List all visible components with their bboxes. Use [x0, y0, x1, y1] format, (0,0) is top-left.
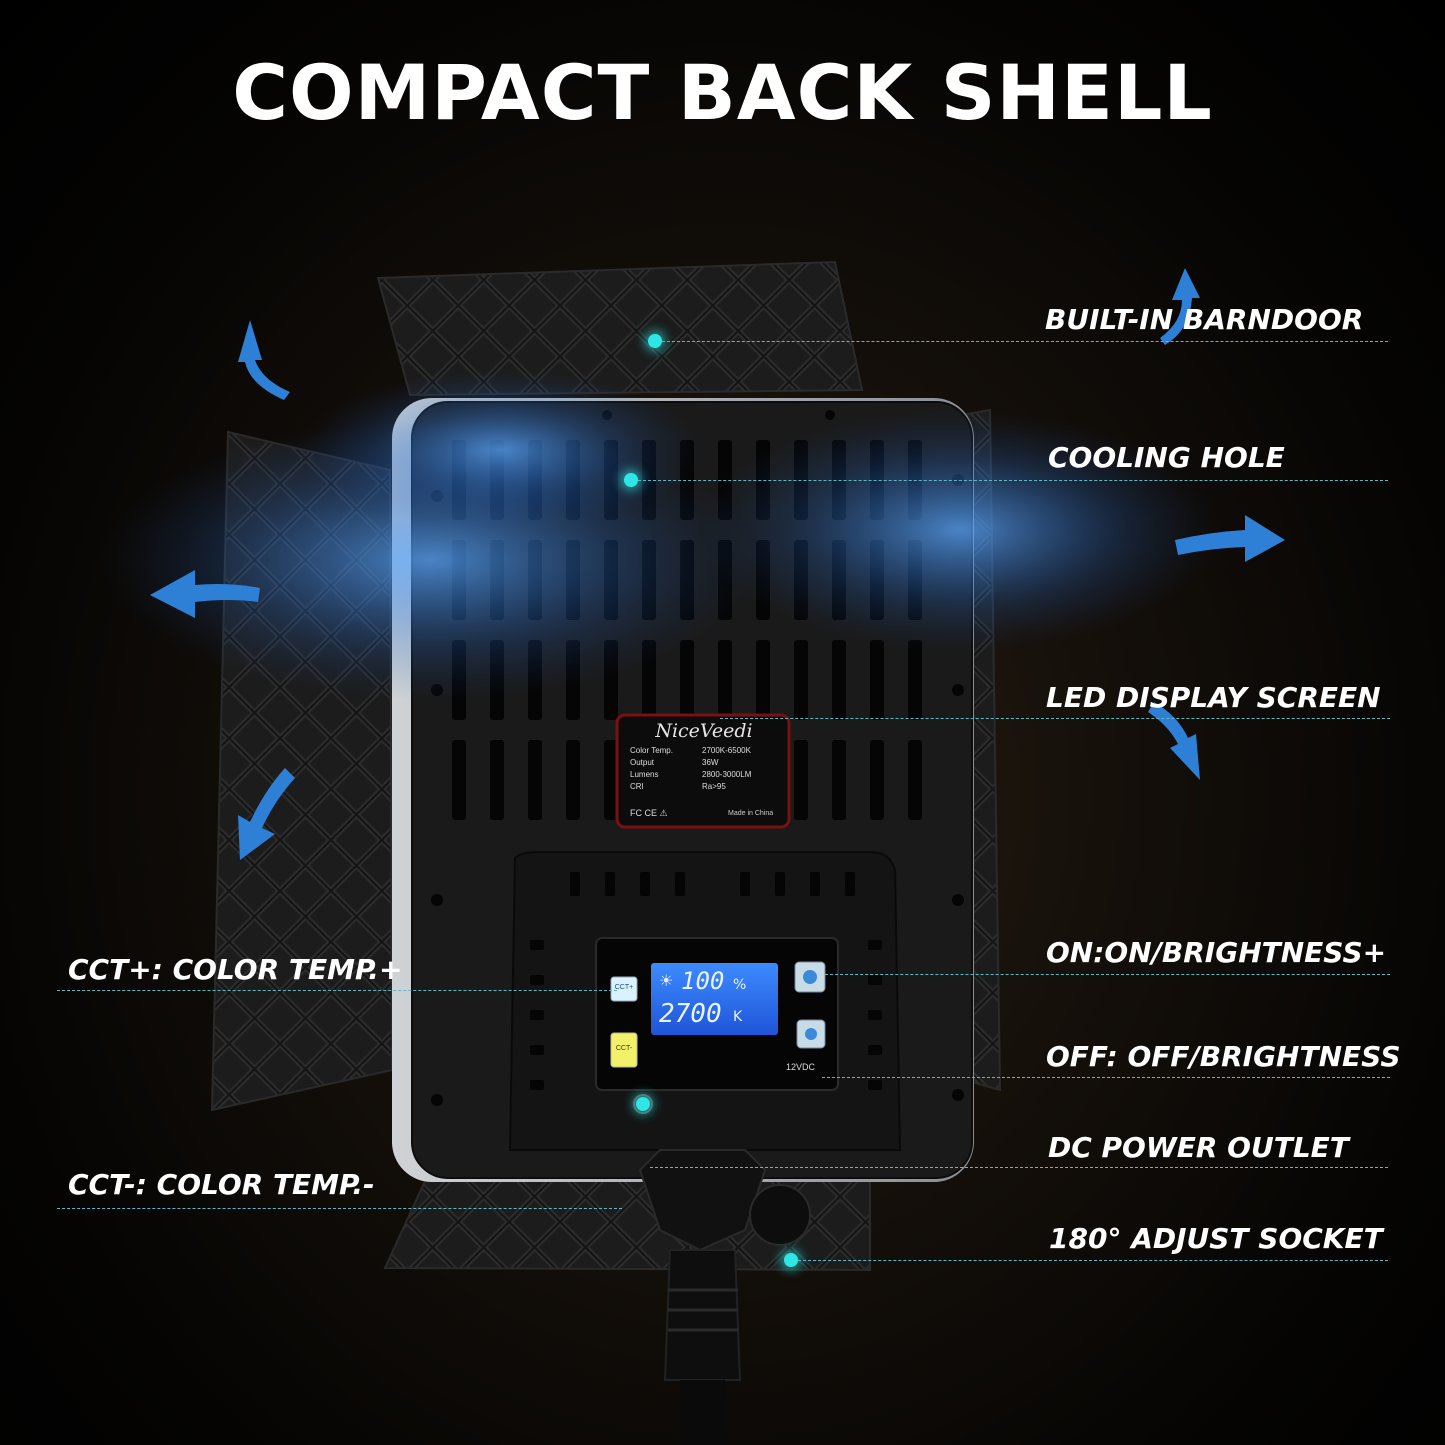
off-leader-line — [822, 1077, 1390, 1078]
top-barndoor — [376, 260, 864, 397]
spec-row-2: Output 36W — [630, 758, 780, 767]
lcd-brightness: 100 — [681, 967, 725, 995]
spec-value: 2700K-6500K — [702, 746, 751, 755]
on-button[interactable] — [795, 962, 825, 992]
callout-led-display: LED DISPLAY SCREEN — [1046, 681, 1381, 714]
dc-voltage-label: 12VDC — [786, 1062, 816, 1072]
lcd-readout: ☀ 100 % 2700 K — [651, 963, 778, 1035]
socket-marker-dot — [784, 1253, 798, 1267]
airflow-glow-right — [700, 410, 1220, 650]
spec-label: NiceVeedi Color Temp. 2700K-6500K Output… — [620, 718, 788, 826]
spec-key: Output — [630, 758, 655, 767]
callout-off-button: OFF: OFF/BRIGHTNESS — [1046, 1040, 1401, 1073]
cct-minus-leader-line — [57, 1208, 622, 1209]
cct-minus-button[interactable]: CCT- — [611, 1033, 637, 1067]
callout-cct-plus: CCT+: COLOR TEMP.+ — [68, 953, 403, 986]
lcd-screen — [651, 963, 778, 1035]
cooling-leader-line — [638, 480, 1388, 481]
cct-plus-button[interactable]: CCT+ — [611, 977, 637, 1001]
display-leader-line — [720, 718, 1390, 719]
headline: COMPACT BACK SHELL — [232, 48, 1213, 137]
spec-row-3: Lumens 2800-3000LM — [630, 770, 780, 779]
cct-minus-button-label: CCT- — [615, 1045, 633, 1052]
lcd-temperature-unit: K — [733, 1009, 743, 1025]
airflow-arrows — [150, 268, 1285, 860]
barndoor-leader-line — [662, 341, 1388, 342]
cct-plus-button-shape — [610, 976, 638, 1002]
lcd-temperature: 2700 — [659, 999, 722, 1029]
sun-icon: ☀ — [659, 971, 674, 990]
callout-cct-minus: CCT-: COLOR TEMP.- — [68, 1168, 375, 1201]
origin-text: Made in China — [728, 810, 774, 817]
barndoor-marker-dot — [648, 334, 662, 348]
on-leader-line — [825, 974, 1390, 975]
dc-outlet-marker-dot — [636, 1097, 650, 1111]
spec-label-plate — [615, 713, 791, 829]
spec-key: Color Temp. — [630, 746, 673, 755]
lcd-brightness-unit: % — [733, 977, 747, 993]
cct-plus-leader-line — [57, 990, 617, 991]
callout-adjust-socket: 180° ADJUST SOCKET — [1049, 1222, 1383, 1255]
callout-cooling-hole: COOLING HOLE — [1048, 441, 1285, 474]
callout-dc-outlet: DC POWER OUTLET — [1048, 1131, 1349, 1164]
cct-minus-button-shape — [610, 1032, 638, 1068]
cct-plus-button-label: CCT+ — [614, 984, 634, 991]
spec-key: Lumens — [630, 770, 659, 779]
socket-leader-line — [798, 1260, 1388, 1261]
brand-logo: NiceVeedi — [655, 720, 753, 742]
dc-leader-line — [650, 1167, 1388, 1168]
spec-value: 36W — [702, 758, 719, 767]
spec-row-4: CRI Ra>95 — [630, 782, 780, 791]
off-button[interactable] — [797, 1020, 825, 1048]
spec-value: 2800-3000LM — [702, 770, 752, 779]
callout-on-button: ON:ON/BRIGHTNESS+ — [1046, 936, 1387, 969]
spec-row-1: Color Temp. 2700K-6500K — [630, 746, 780, 755]
certification-marks: FC CE ⚠ — [630, 808, 668, 818]
cooling-marker-dot — [624, 473, 638, 487]
spec-value: Ra>95 — [702, 782, 726, 791]
callout-barndoor: BUILT-IN BARNDOOR — [1045, 303, 1364, 336]
spec-key: CRI — [630, 782, 644, 791]
